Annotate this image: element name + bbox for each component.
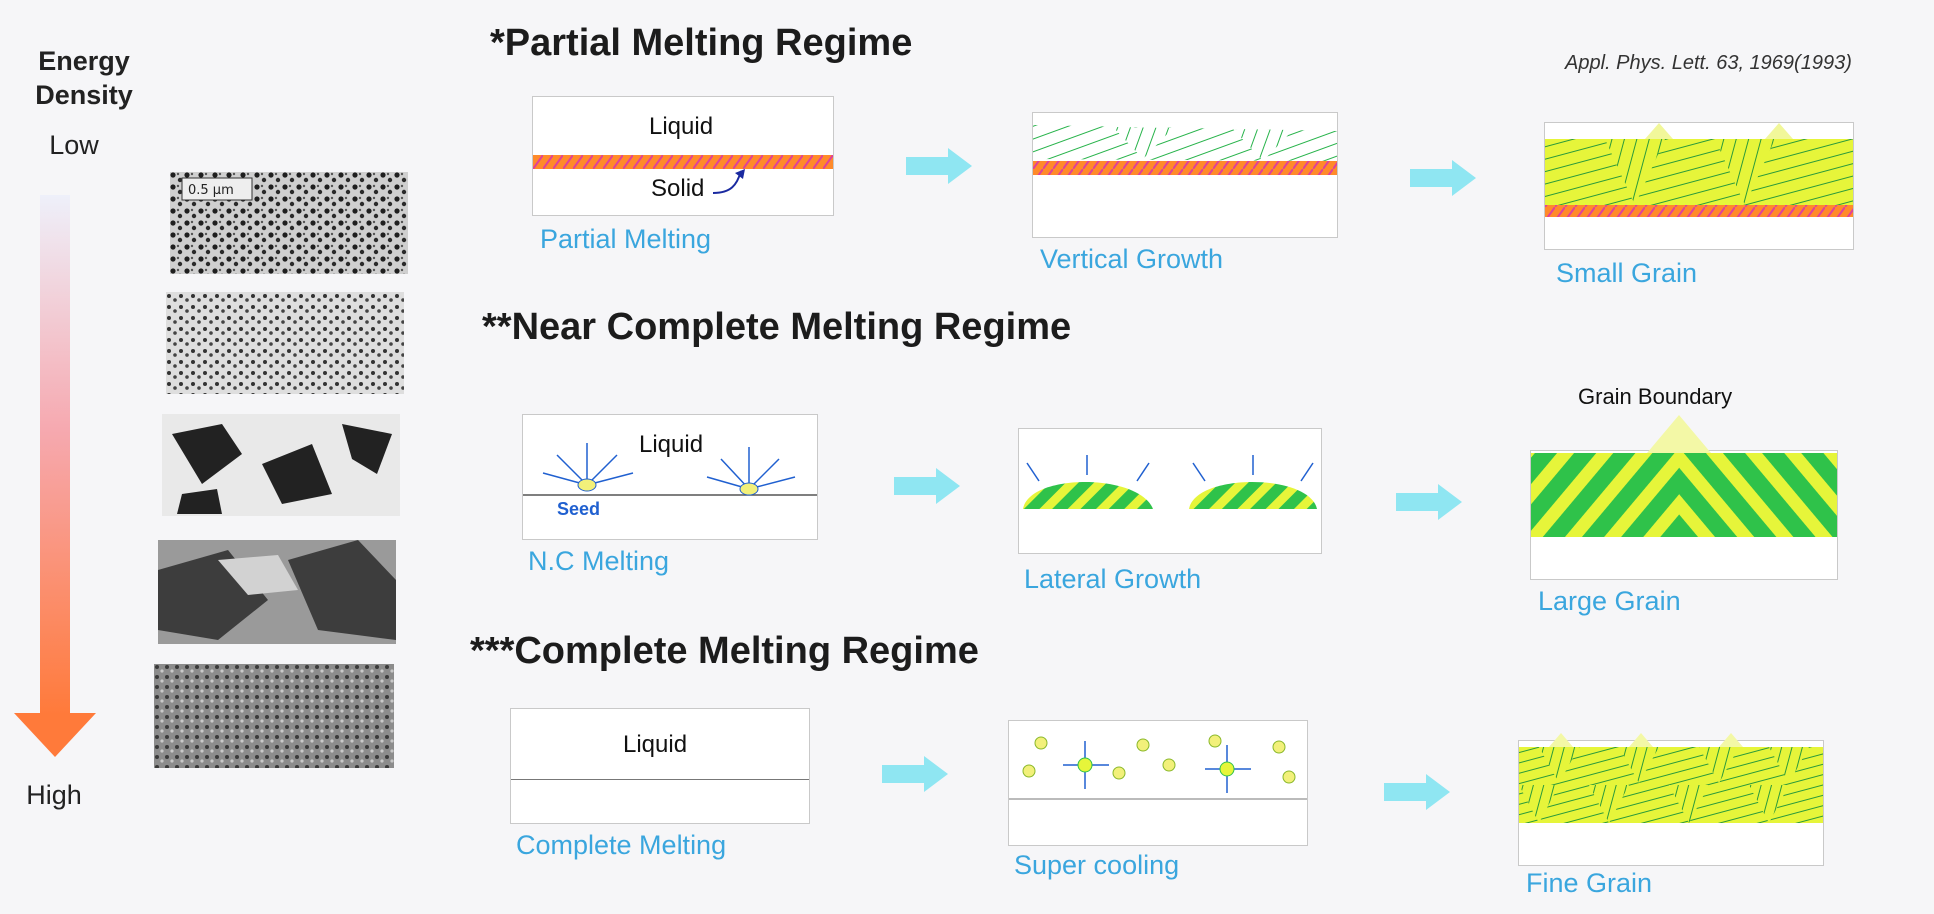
process-arrow-icon (882, 756, 948, 792)
citation: Appl. Phys. Lett. 63, 1969(1993) (1565, 52, 1852, 74)
energy-density-title: Energy Density (35, 46, 133, 110)
stage-small-grain: Small Grain (1556, 258, 1698, 288)
melt-interface-layer (533, 155, 833, 169)
partial-melting-diagram: Liquid Solid (532, 96, 834, 216)
micrograph-3 (162, 414, 400, 516)
process-arrow-icon (894, 468, 960, 504)
large-grain-diagram (1530, 415, 1838, 580)
stage-vertical-growth: Vertical Growth (1040, 244, 1224, 274)
lateral-growth-diagram (1018, 428, 1322, 554)
energy-high-label: High (26, 780, 82, 810)
stage-complete-melting: Complete Melting (516, 830, 727, 860)
vertical-growth-diagram (1032, 112, 1338, 238)
fine-grain-diagram (1518, 733, 1824, 866)
super-cooling-diagram (1008, 720, 1308, 846)
complete-melting-diagram: Liquid (510, 708, 810, 824)
regime-2-title: **Near Complete Melting Regime (482, 306, 1072, 348)
seed-label: Seed (557, 499, 601, 519)
micrograph-1: 0.5 μm (170, 172, 408, 274)
stage-lateral-growth: Lateral Growth (1024, 564, 1202, 594)
liquid-label: Liquid (639, 431, 704, 458)
liquid-label: Liquid (649, 113, 714, 140)
scale-bar-label: 0.5 μm (188, 183, 234, 198)
micrograph-5 (154, 664, 394, 768)
micrograph-2 (166, 292, 404, 394)
regime-3-title: ***Complete Melting Regime (470, 630, 979, 672)
stage-fine-grain: Fine Grain (1526, 868, 1653, 898)
small-grain-diagram (1544, 122, 1854, 250)
solid-label: Solid (651, 175, 705, 202)
solid-pointer-arrow-icon (712, 169, 745, 194)
stage-super-cooling: Super cooling (1014, 850, 1180, 880)
process-arrow-icon (1396, 484, 1462, 520)
micrograph-4 (158, 540, 396, 644)
stage-partial-melting: Partial Melting (540, 224, 712, 254)
stage-large-grain: Large Grain (1538, 586, 1681, 616)
regime-1-title: *Partial Melting Regime (490, 22, 913, 64)
energy-low-label: Low (49, 130, 99, 160)
process-arrow-icon (1384, 774, 1450, 810)
nc-melting-diagram: Liquid Seed (522, 414, 818, 540)
process-arrow-icon (1410, 160, 1476, 196)
energy-gradient-arrow-icon (14, 195, 96, 757)
process-arrow-icon (906, 148, 972, 184)
stage-nc-melting: N.C Melting (528, 546, 670, 576)
interface-line (511, 779, 809, 780)
liquid-label: Liquid (623, 731, 688, 758)
grain-boundary-label: Grain Boundary (1578, 384, 1733, 409)
